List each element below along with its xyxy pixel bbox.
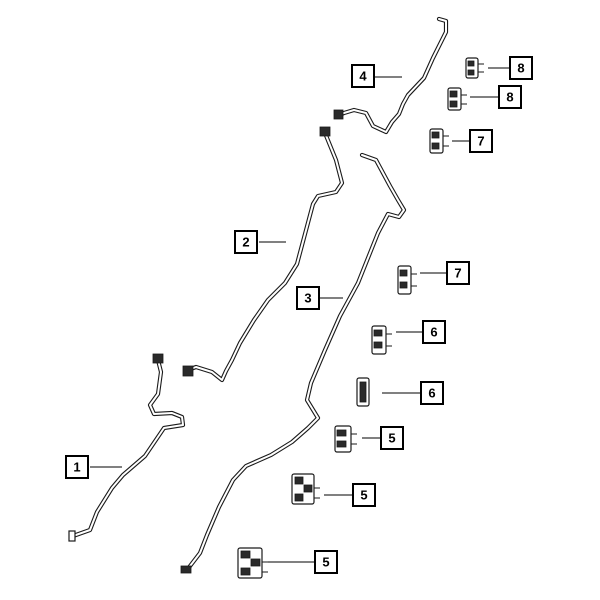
- callout-5: 5: [352, 483, 376, 507]
- callout-7: 7: [469, 129, 493, 153]
- callout-label: 1: [73, 460, 80, 475]
- callout-5: 5: [314, 550, 338, 574]
- leader-lines: [90, 67, 509, 563]
- line-clip-6[interactable]: [371, 325, 392, 355]
- callout-label: 5: [360, 488, 367, 503]
- callout-label: 2: [242, 235, 249, 250]
- callout-6: 6: [422, 320, 446, 344]
- callout-label: 4: [359, 69, 367, 84]
- line-clip-7[interactable]: [429, 128, 449, 154]
- callout-label: 5: [388, 431, 395, 446]
- brake-line-2[interactable]: [182, 126, 345, 383]
- callout-5: 5: [380, 426, 404, 450]
- line-clip-5[interactable]: [334, 425, 357, 453]
- callout-label: 7: [477, 134, 484, 149]
- callout-7: 7: [446, 261, 470, 285]
- brake-line-4[interactable]: [333, 16, 449, 135]
- callout-3: 3: [296, 286, 320, 310]
- brake-line-3[interactable]: [180, 152, 407, 574]
- fitting-icon: [319, 126, 331, 137]
- callout-label: 6: [430, 325, 437, 340]
- line-clip-8[interactable]: [465, 57, 484, 79]
- callout-label: 7: [454, 266, 461, 281]
- callout-8: 8: [509, 56, 533, 80]
- callout-4: 4: [351, 64, 375, 88]
- fitting-icon: [152, 353, 164, 364]
- fitting-icon: [182, 365, 194, 377]
- fitting-icon: [180, 565, 192, 574]
- fitting-icon: [68, 530, 76, 542]
- callout-8: 8: [498, 85, 522, 109]
- callout-1: 1: [65, 455, 89, 479]
- callout-label: 3: [304, 291, 311, 306]
- brake-line-1[interactable]: [68, 353, 186, 542]
- fitting-icon: [333, 109, 344, 120]
- callout-label: 6: [428, 386, 435, 401]
- line-clip-7[interactable]: [397, 265, 417, 295]
- callout-2: 2: [234, 230, 258, 254]
- line-clip-6[interactable]: [356, 377, 370, 407]
- callout-label: 8: [517, 61, 524, 76]
- callout-label: 8: [506, 90, 513, 105]
- callout-6: 6: [420, 381, 444, 405]
- line-clip-5[interactable]: [237, 547, 268, 579]
- line-clip-5[interactable]: [291, 473, 320, 505]
- callout-label: 5: [322, 555, 329, 570]
- line-clip-8[interactable]: [447, 87, 467, 111]
